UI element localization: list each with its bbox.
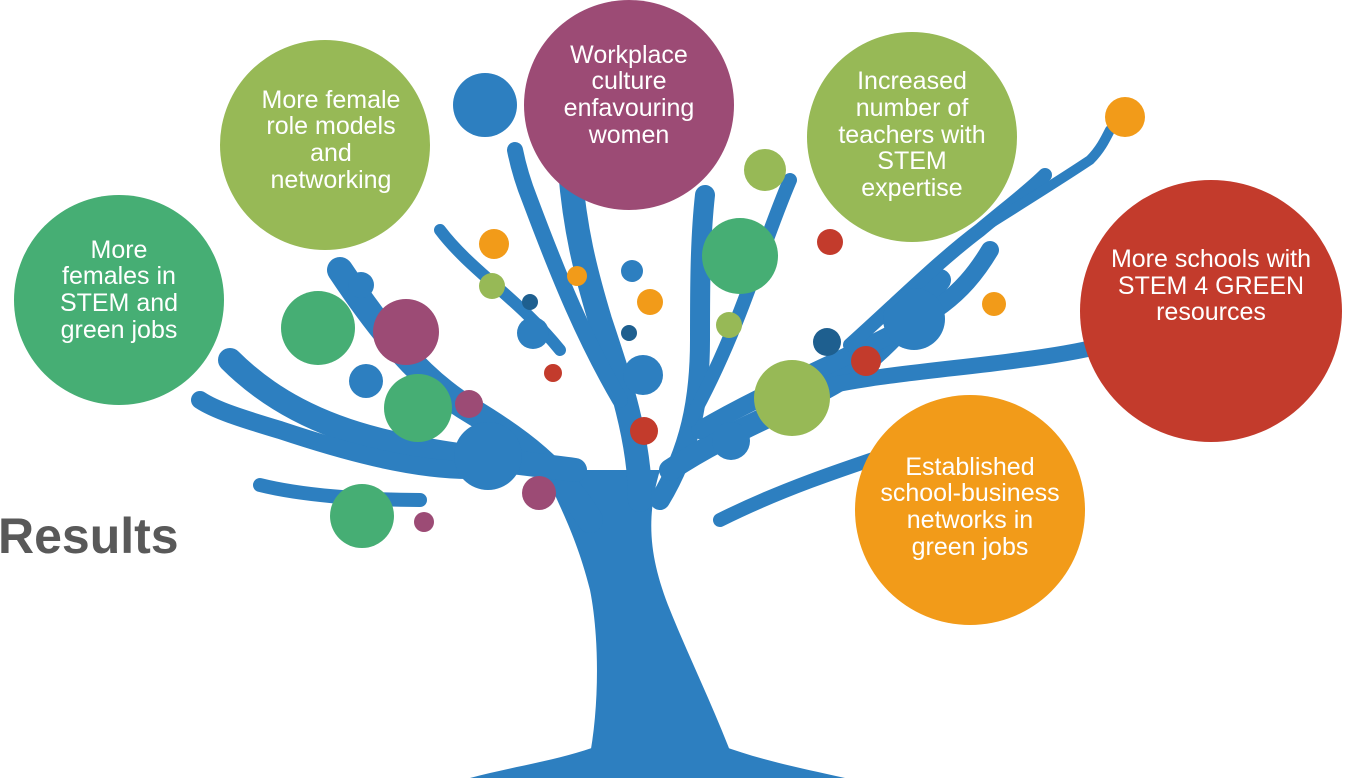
- bubble-networks: Established school-business networks in …: [855, 395, 1085, 625]
- bubble-workplace: Workplace culture enfavouring women: [524, 0, 734, 210]
- bubble-schools-label: More schools with STEM 4 GREEN resources: [1110, 244, 1312, 327]
- bubble-role-models: More female role models and networking: [220, 40, 430, 250]
- bubble-networks-label: Established school-business networks in …: [880, 452, 1060, 561]
- bubble-teachers-label: Increased number of teachers with STEM e…: [838, 67, 986, 203]
- bubble-females-stem: More females in STEM and green jobs: [14, 195, 224, 405]
- bubble-role-models-label: More female role models and networking: [261, 85, 401, 194]
- decorative-dots: [281, 73, 1145, 548]
- bubble-teachers: Increased number of teachers with STEM e…: [807, 32, 1017, 242]
- bubble-females-stem-label: More females in STEM and green jobs: [59, 235, 179, 344]
- tree-trunk-and-branches: [191, 125, 1115, 778]
- page-title: Results: [0, 508, 179, 564]
- bubble-schools: More schools with STEM 4 GREEN resources: [1080, 180, 1342, 442]
- bubble-workplace-label: Workplace culture enfavouring women: [563, 40, 695, 149]
